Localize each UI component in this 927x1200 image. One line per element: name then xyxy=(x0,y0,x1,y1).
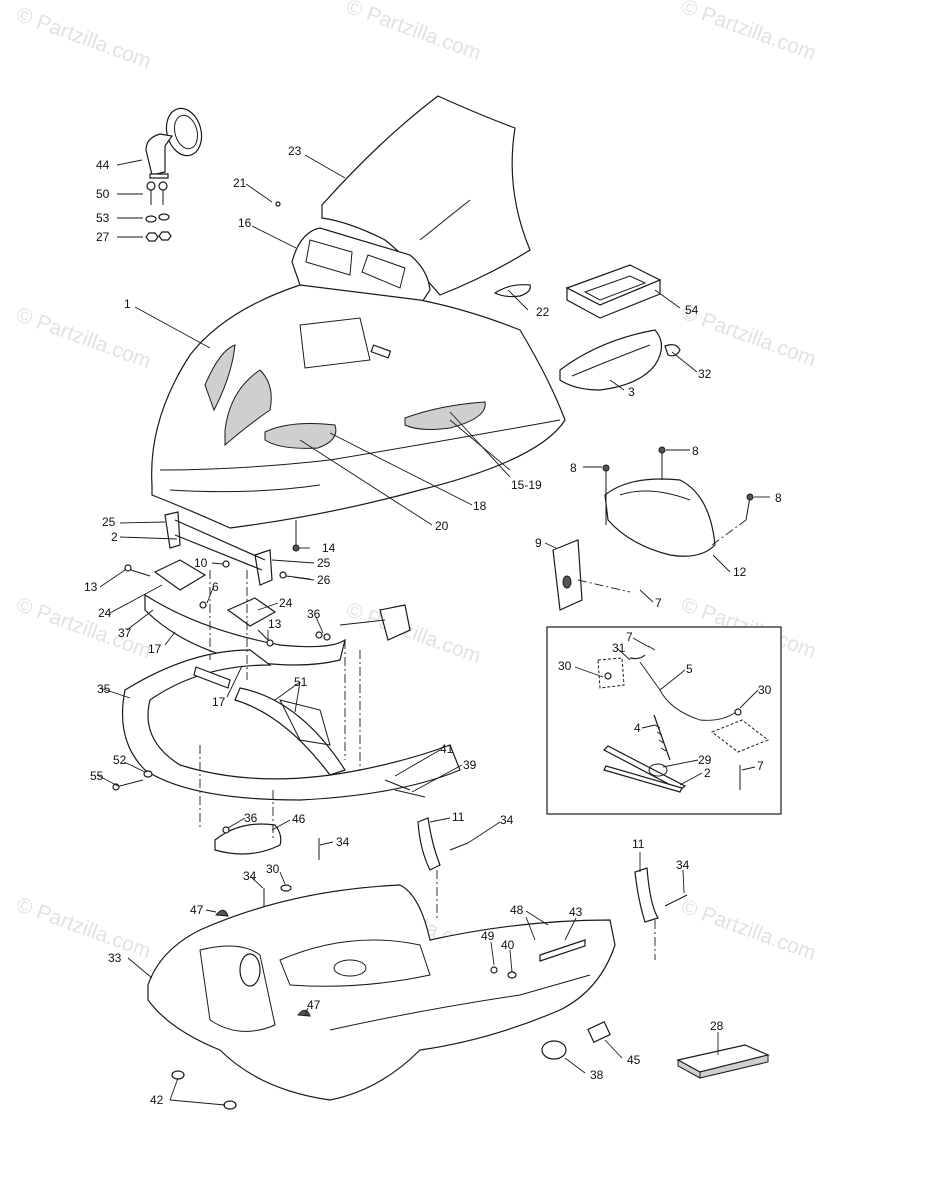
callout-31: 31 xyxy=(612,641,626,655)
callout-41: 41 xyxy=(440,742,454,756)
callout-47: 47 xyxy=(190,903,204,917)
watermark: © Partzilla.com xyxy=(678,0,819,65)
bumper xyxy=(112,649,461,801)
callout-23: 23 xyxy=(288,144,302,158)
rear-brackets xyxy=(214,817,688,923)
callout-25: 25 xyxy=(102,515,116,529)
callout-43: 43 xyxy=(569,905,583,919)
callout-17: 17 xyxy=(212,695,226,709)
callout-30: 30 xyxy=(558,659,572,673)
callout-7: 7 xyxy=(655,596,662,610)
callout-52: 52 xyxy=(113,753,127,767)
callout-7: 7 xyxy=(757,759,764,773)
callout-15-19: 15-19 xyxy=(511,478,542,492)
callout-20: 20 xyxy=(435,519,449,533)
callout-3: 3 xyxy=(628,385,635,399)
detail-inset xyxy=(546,626,782,815)
callout-7: 7 xyxy=(626,630,633,644)
callout-33: 33 xyxy=(108,951,122,965)
callout-46: 46 xyxy=(292,812,306,826)
callout-39: 39 xyxy=(463,758,477,772)
callout-13: 13 xyxy=(268,617,282,631)
watermark: © Partzilla.com xyxy=(343,598,484,668)
callout-42: 42 xyxy=(150,1093,164,1107)
callout-2: 2 xyxy=(111,530,118,544)
callout-2: 2 xyxy=(704,766,711,780)
storage-bin xyxy=(565,264,662,319)
callout-34: 34 xyxy=(336,835,350,849)
callout-8: 8 xyxy=(692,444,699,458)
callout-10: 10 xyxy=(194,556,208,570)
windshield xyxy=(321,95,531,296)
hood xyxy=(151,284,566,529)
callout-18: 18 xyxy=(473,499,487,513)
callout-26: 26 xyxy=(317,573,331,587)
callout-48: 48 xyxy=(510,903,524,917)
callout-34: 34 xyxy=(676,858,690,872)
callout-8: 8 xyxy=(570,461,577,475)
callout-32: 32 xyxy=(698,367,712,381)
watermark: © Partzilla.com xyxy=(13,303,154,373)
leader-lines xyxy=(96,154,770,1106)
callout-30: 30 xyxy=(758,683,772,697)
dash-lines xyxy=(199,519,747,960)
callout-34: 34 xyxy=(500,813,514,827)
callout-45: 45 xyxy=(627,1053,641,1067)
callout-50: 50 xyxy=(96,187,110,201)
callout-16: 16 xyxy=(238,216,252,230)
callout-11: 11 xyxy=(452,810,465,824)
callout-14: 14 xyxy=(322,541,336,555)
watermark: © Partzilla.com xyxy=(13,3,154,73)
callout-51: 51 xyxy=(294,675,308,689)
callout-4: 4 xyxy=(634,721,641,735)
callout-9: 9 xyxy=(535,536,542,550)
cover-3 xyxy=(559,329,681,391)
callout-55: 55 xyxy=(90,769,104,783)
callout-38: 38 xyxy=(590,1068,604,1082)
watermark: © Partzilla.com xyxy=(13,593,154,663)
callout-24: 24 xyxy=(98,606,112,620)
callout-25: 25 xyxy=(317,556,331,570)
watermark: © Partzilla.com xyxy=(343,0,484,65)
side-shroud xyxy=(552,446,754,611)
callout-53: 53 xyxy=(96,211,110,225)
callout-37: 37 xyxy=(118,626,132,640)
callout-1: 1 xyxy=(124,297,131,311)
callout-22: 22 xyxy=(536,305,550,319)
watermark: © Partzilla.com xyxy=(678,301,819,371)
callout-24: 24 xyxy=(279,596,293,610)
callout-36: 36 xyxy=(307,607,321,621)
callout-6: 6 xyxy=(212,580,219,594)
watermark: © Partzilla.com xyxy=(678,895,819,965)
callout-44: 44 xyxy=(96,158,110,172)
callout-34: 34 xyxy=(243,869,257,883)
console xyxy=(275,201,431,306)
callout-12: 12 xyxy=(733,565,747,579)
callout-labels: 44 50 53 27 23 21 16 1 22 54 32 3 15-19 … xyxy=(84,144,782,1107)
callout-28: 28 xyxy=(710,1019,724,1033)
callout-17: 17 xyxy=(148,642,162,656)
belly-pan xyxy=(147,884,616,1110)
callout-30: 30 xyxy=(266,862,280,876)
callout-13: 13 xyxy=(84,580,98,594)
callout-5: 5 xyxy=(686,662,693,676)
mirror-assembly xyxy=(145,107,203,242)
callout-36: 36 xyxy=(244,811,258,825)
callout-27: 27 xyxy=(96,230,110,244)
callout-54: 54 xyxy=(685,303,699,317)
callout-29: 29 xyxy=(698,753,712,767)
manual-28 xyxy=(676,1044,770,1079)
callout-21: 21 xyxy=(233,176,247,190)
handle-22 xyxy=(493,284,531,298)
watermark: © Partzilla.com xyxy=(13,893,154,963)
callout-11: 11 xyxy=(632,837,645,851)
callout-47: 47 xyxy=(307,998,321,1012)
callout-40: 40 xyxy=(501,938,515,952)
callout-8: 8 xyxy=(775,491,782,505)
callout-35: 35 xyxy=(97,682,111,696)
callout-49: 49 xyxy=(481,929,495,943)
